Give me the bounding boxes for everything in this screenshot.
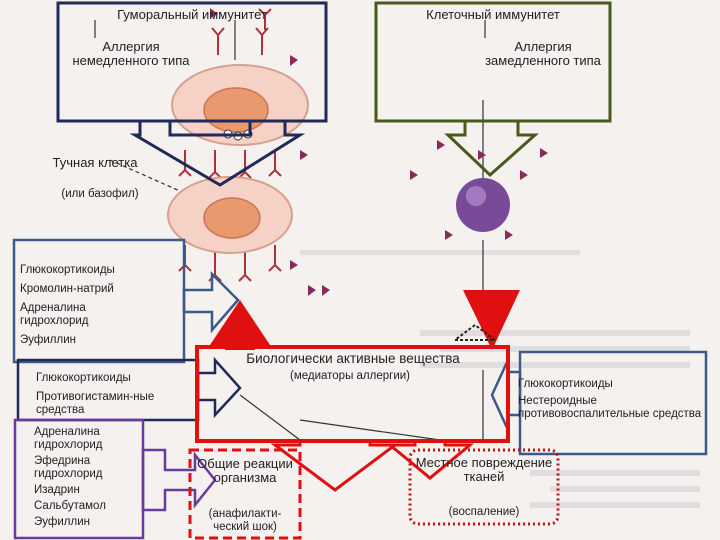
right-drug-list: Глюкокортикоиды Нестероидные противовосп…: [518, 378, 704, 421]
cellular-down-arrow: [444, 119, 539, 178]
left-box-3-arrow: [141, 448, 217, 512]
humoral-allergy-label: Аллергия немедленного типа: [72, 39, 190, 68]
left-box-2-arrow: [196, 356, 242, 419]
left-box-1-arrow: [182, 270, 240, 334]
drug-item: Глюкокортикоиды: [36, 372, 131, 384]
humoral-down-arrow: [129, 119, 306, 187]
drug-item: Эуфиллин: [34, 516, 90, 528]
cellular-title: Клеточный иммунитет: [426, 7, 560, 22]
drug-item: Противогистамин-ные средства: [36, 391, 155, 416]
left-drug-list-1: Глюкокортикоиды Кромолин-натрий Адренали…: [20, 264, 180, 347]
drug-item: Адреналина гидрохлорид: [20, 302, 89, 327]
mast-cell-top: [171, 64, 309, 146]
drug-item: Нестероидные противовоспалительные средс…: [518, 395, 702, 420]
local-box: [408, 448, 560, 526]
general-box: [188, 448, 302, 540]
mast-cell-sub: (или базофил): [61, 188, 139, 200]
drug-item: Эуфиллин: [20, 334, 76, 346]
mast-pointer: [109, 159, 201, 201]
drug-item: Глюкокортикоиды: [20, 264, 115, 276]
general-title: Общие реакции организма: [197, 456, 293, 485]
drug-item: Кромолин-натрий: [20, 283, 114, 295]
humoral-box: [56, 1, 328, 123]
mast-cell-bottom: [167, 176, 293, 254]
local-sub: (воспаление): [448, 506, 520, 518]
drug-item: Изадрин: [34, 484, 80, 496]
bio-title: Биологически активные вещества: [246, 351, 460, 366]
drug-item: Глюкокортикоиды: [518, 378, 613, 390]
drug-item: Адреналина гидрохлорид: [34, 426, 103, 451]
humoral-title: Гуморальный иммунитет: [117, 7, 267, 22]
bio-sub: (медиаторы аллергии): [289, 370, 411, 382]
cellular-allergy-label: Аллергия замедленного типа: [485, 39, 601, 68]
left-drug-list-3: Адреналина гидрохлорид Эфедрина гидрохло…: [34, 426, 140, 529]
red-arrow-general: [270, 439, 400, 492]
lymphocyte: [456, 178, 510, 232]
local-title: Местное повреждение тканей: [415, 455, 553, 484]
left-drug-list-2: Глюкокортикоиды Противогистамин-ные сред…: [36, 372, 186, 417]
mast-cell-label: Тучная клетка: [52, 155, 138, 170]
red-up-arrow: [208, 300, 272, 350]
drug-item: Эфедрина гидрохлорид: [34, 455, 103, 480]
general-sub: (анафилакти-ческий шок): [208, 508, 282, 533]
red-down-arrow: [463, 290, 520, 350]
drug-item: Сальбутамол: [34, 500, 106, 512]
